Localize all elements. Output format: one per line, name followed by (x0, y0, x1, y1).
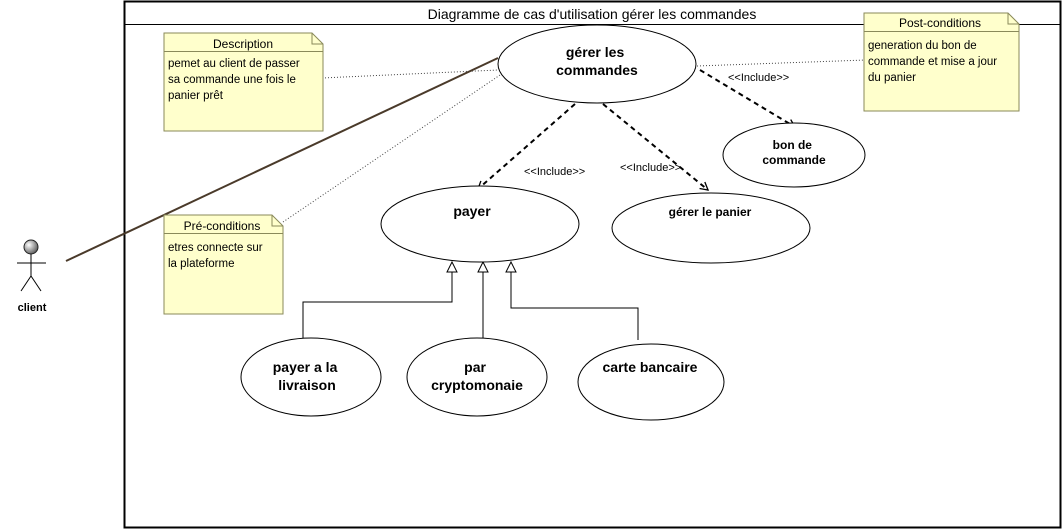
generalization-carte (510, 270, 639, 340)
note-postconditions[interactable]: Post-conditions generation du bon de com… (863, 12, 1020, 112)
include-panier-label: <<Include>> (620, 162, 681, 174)
note-line: generation du bon de (868, 40, 977, 52)
note-line: commande et mise a jour (868, 56, 997, 68)
use-case-payer-livraison[interactable]: payer a la livraison (240, 337, 382, 417)
svg-text:etres connecte sur la pl: etres connecte sur la plateforme (168, 242, 266, 270)
note-line: du panier (868, 72, 916, 84)
use-case-label: bon de (773, 138, 813, 152)
use-case-label: livraison (278, 377, 336, 393)
include-payer-label: <<Include>> (524, 166, 585, 178)
svg-text:carte bancaire: carte bancaire (603, 359, 698, 375)
postconditions-anchor (696, 59, 867, 67)
frame-title: Diagramme de cas d'utilisation gérer les… (428, 6, 757, 22)
include-payer-arrow (476, 103, 576, 190)
generalization-arrowhead (505, 260, 517, 273)
use-case-label: gérer le panier (669, 205, 752, 219)
use-case-carte-bancaire[interactable]: carte bancaire (577, 343, 725, 421)
note-line: panier prêt (168, 90, 224, 102)
note-description[interactable]: Description pemet au client de passer sa… (163, 32, 324, 132)
use-case-cryptomonaie[interactable]: par cryptomonaie (406, 337, 548, 417)
note-line: etres connecte sur (168, 242, 263, 254)
note-line: pemet au client de passer (168, 58, 300, 70)
use-case-gerer-commandes[interactable]: gérer les commandes (497, 24, 697, 104)
svg-text:generation du bon de com: generation du bon de commande et mise a … (868, 40, 1000, 84)
note-line: la plateforme (168, 258, 234, 270)
include-bon-label: <<Include>> (728, 72, 789, 84)
note-title: Post-conditions (899, 16, 981, 30)
actor-client[interactable]: client (17, 239, 47, 314)
use-case-label: payer (453, 203, 491, 219)
use-case-label: payer a la (273, 359, 338, 375)
actor-head-icon (23, 239, 39, 255)
use-case-gerer-panier[interactable]: gérer le panier (611, 192, 811, 264)
use-case-bon-commande[interactable]: bon de commande (722, 122, 866, 188)
svg-text:pemet au client de passer: pemet au client de passer sa commande un… (168, 58, 303, 102)
use-case-label: commandes (556, 62, 638, 78)
use-case-label: commande (762, 153, 826, 167)
generalization-livraison (302, 270, 453, 338)
generalization-arrowhead (477, 260, 489, 273)
note-line: sa commande une fois le (168, 74, 296, 86)
use-case-label: carte bancaire (603, 359, 698, 375)
svg-text:payer a la livraison: payer a la livraison (273, 359, 342, 393)
svg-text:gérer les commandes: gérer les commandes (556, 44, 638, 78)
include-bon-arrow (699, 69, 797, 128)
generalization-arrowhead (446, 260, 458, 273)
use-case-label: cryptomonaie (431, 377, 523, 393)
use-case-label: par (464, 359, 486, 375)
svg-text:bon de commande: bon de commande (762, 138, 826, 167)
svg-text:gérer le panier: gérer le panier (669, 205, 752, 219)
svg-text:payer: payer (453, 203, 491, 219)
note-title: Description (213, 37, 273, 51)
actor-association (65, 57, 499, 262)
use-case-label: gérer les (566, 44, 625, 60)
note-title: Pré-conditions (184, 219, 261, 233)
svg-text:par cryptomonaie: par cryptomonaie (431, 359, 523, 393)
note-preconditions[interactable]: Pré-conditions etres connecte sur la pla… (163, 214, 284, 315)
include-panier-arrow (602, 103, 710, 191)
use-case-payer[interactable]: payer (380, 185, 580, 263)
actor-name: client (18, 302, 47, 314)
